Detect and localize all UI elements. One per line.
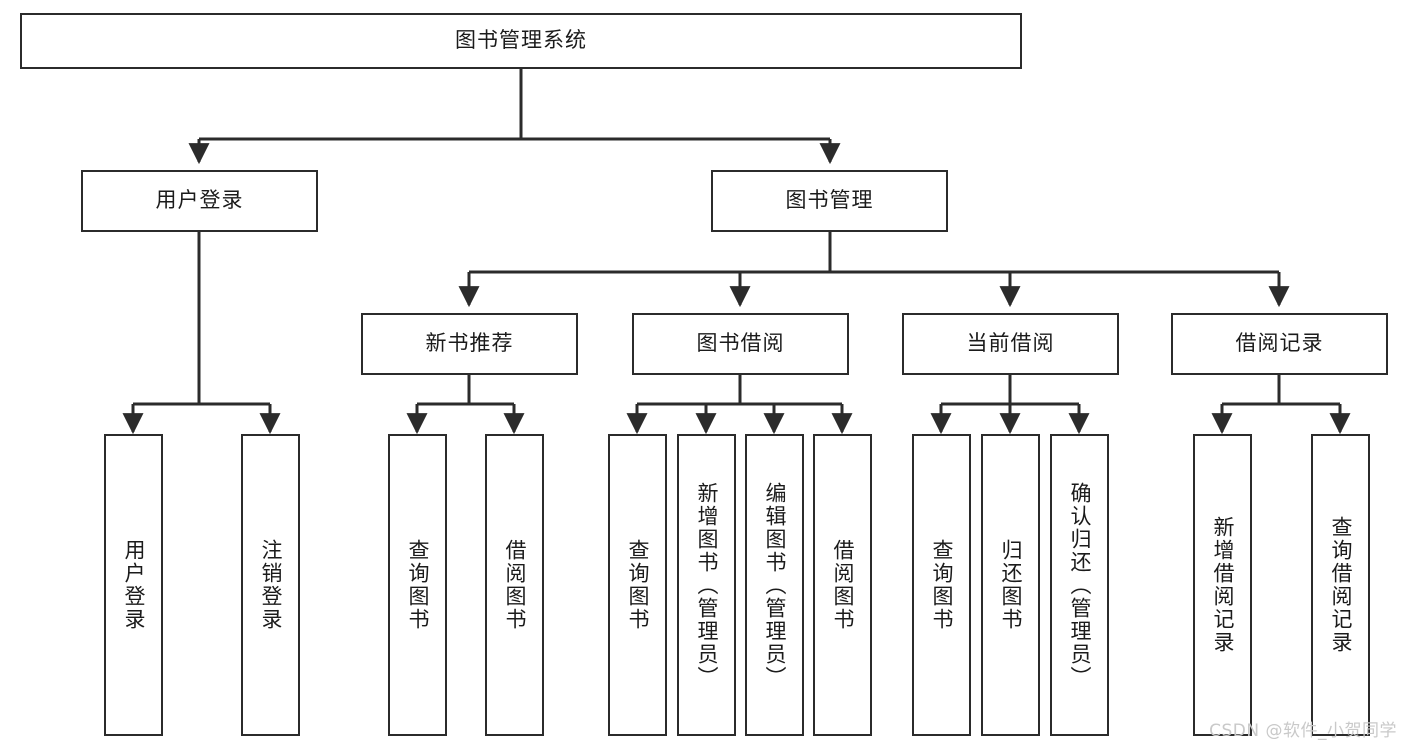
node-label: 借阅图书 (502, 539, 527, 631)
node-root-library-management-system[interactable]: 图书管理系统 (20, 13, 1022, 69)
node-label: 借阅记录 (1235, 331, 1324, 356)
node-label: 图书借阅 (696, 331, 785, 356)
node-label: 查询图书 (929, 539, 954, 631)
node-book-borrowing[interactable]: 图书借阅 (632, 313, 849, 375)
node-new-book-recommendation[interactable]: 新书推荐 (361, 313, 578, 375)
node-label: 用户登录 (155, 188, 244, 213)
node-label: 新增借阅记录 (1210, 516, 1235, 654)
node-label: 新书推荐 (425, 331, 514, 356)
leaf-book-borrow-add-book-admin[interactable]: 新增图书（管理员） (677, 434, 736, 736)
node-label: 借阅图书 (830, 539, 855, 631)
csdn-watermark: CSDN @软件_小贺同学 (1209, 721, 1397, 741)
node-label: 新增图书（管理员） (694, 481, 719, 689)
node-user-login[interactable]: 用户登录 (81, 170, 318, 232)
node-label: 图书管理 (785, 188, 874, 213)
node-label: 注销登录 (258, 539, 283, 631)
leaf-book-borrow-borrow-book[interactable]: 借阅图书 (813, 434, 872, 736)
node-label: 查询图书 (625, 539, 650, 631)
node-label: 用户登录 (121, 539, 146, 631)
leaf-new-book-query-book[interactable]: 查询图书 (388, 434, 447, 736)
node-label: 编辑图书（管理员） (762, 481, 787, 689)
node-label: 当前借阅 (966, 331, 1055, 356)
leaf-book-borrow-query-book[interactable]: 查询图书 (608, 434, 667, 736)
leaf-borrow-record-query-record[interactable]: 查询借阅记录 (1311, 434, 1370, 736)
node-label: 查询借阅记录 (1328, 516, 1353, 654)
leaf-user-login-logout[interactable]: 注销登录 (241, 434, 300, 736)
node-label: 查询图书 (405, 539, 430, 631)
leaf-new-book-borrow-book[interactable]: 借阅图书 (485, 434, 544, 736)
node-label: 归还图书 (998, 539, 1023, 631)
leaf-current-borrow-query-book[interactable]: 查询图书 (912, 434, 971, 736)
node-book-management[interactable]: 图书管理 (711, 170, 948, 232)
node-borrowing-record[interactable]: 借阅记录 (1171, 313, 1388, 375)
leaf-current-borrow-return-book[interactable]: 归还图书 (981, 434, 1040, 736)
node-current-borrowing[interactable]: 当前借阅 (902, 313, 1119, 375)
node-label: 图书管理系统 (455, 28, 587, 53)
leaf-current-borrow-confirm-return-admin[interactable]: 确认归还（管理员） (1050, 434, 1109, 736)
leaf-book-borrow-edit-book-admin[interactable]: 编辑图书（管理员） (745, 434, 804, 736)
leaf-user-login-login[interactable]: 用户登录 (104, 434, 163, 736)
leaf-borrow-record-add-record[interactable]: 新增借阅记录 (1193, 434, 1252, 736)
node-label: 确认归还（管理员） (1067, 481, 1092, 689)
